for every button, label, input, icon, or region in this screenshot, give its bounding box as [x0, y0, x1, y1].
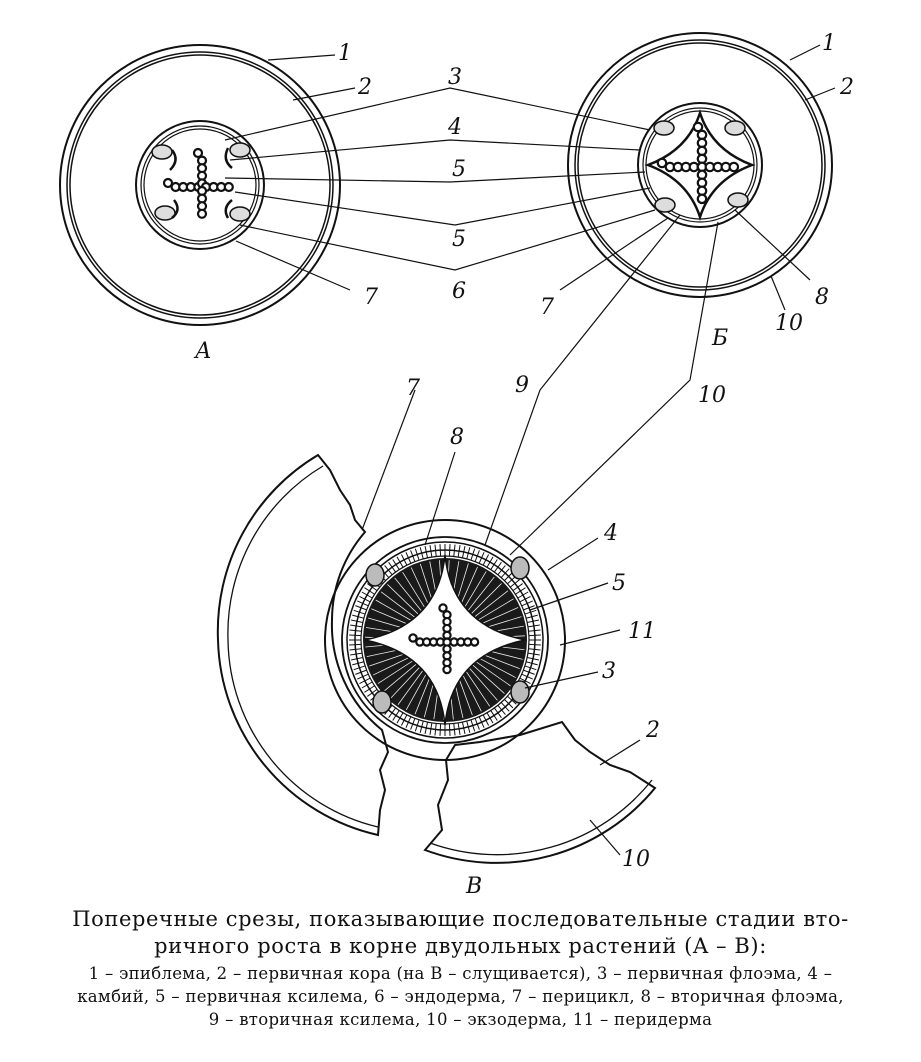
- label-6: 6: [452, 279, 466, 304]
- label-b10: 10: [775, 311, 803, 336]
- a-primary-xylem: [162, 147, 234, 219]
- a-pericycle: [143, 128, 257, 242]
- a-phloem-patch: [229, 206, 251, 222]
- legend-line: 1 – эпиблема, 2 – первичная кора (на B –…: [88, 964, 833, 983]
- label-4: 4: [447, 115, 462, 140]
- label-c11: 11: [628, 619, 656, 644]
- label-3: 3: [448, 65, 462, 90]
- caption-title-line: Поперечные срезы, показывающие последова…: [72, 907, 849, 931]
- stage-a-section: [59, 44, 341, 326]
- v-primary-xylem: [408, 603, 480, 675]
- label-c7: 7: [406, 376, 420, 401]
- label-stage-a: А: [193, 339, 212, 364]
- label-1: 1: [338, 41, 352, 66]
- b-cambium-star: [644, 108, 756, 222]
- stage-b-section: [567, 32, 833, 298]
- label-5: 5: [452, 157, 466, 182]
- legend-line: камбий, 5 – первичная ксилема, 6 – эндод…: [77, 987, 844, 1006]
- b-primary-xylem: [656, 121, 740, 205]
- v-cortex-fragment-left: [216, 453, 390, 837]
- diagram-figure: 1 2 3 4 5 5 6 7 А 1 2 8 10 7 Б 9 10 7 8 …: [59, 31, 854, 899]
- figure-labels: 1 2 3 4 5 5 6 7 А 1 2 8 10 7 Б 9 10 7 8 …: [193, 31, 854, 899]
- label-c2: 2: [645, 718, 660, 743]
- label-b2: 2: [839, 75, 854, 100]
- label-c8: 8: [450, 425, 464, 450]
- label-c3: 3: [602, 659, 616, 684]
- stage-v-section: [216, 453, 657, 864]
- label-c10: 10: [698, 383, 726, 408]
- label-b7: 7: [540, 295, 554, 320]
- label-7: 7: [364, 285, 378, 310]
- figure-caption-title: Поперечные срезы, показывающие последова…: [0, 906, 921, 960]
- label-stage-v: В: [465, 874, 482, 899]
- label-c9: 9: [515, 373, 529, 398]
- label-c5: 5: [612, 571, 626, 596]
- v-periderm: [324, 519, 566, 761]
- b-epiblema-ring: [567, 32, 833, 298]
- leader-lines: [224, 44, 836, 856]
- label-stage-b: Б: [711, 326, 728, 351]
- label-5b: 5: [452, 227, 466, 252]
- label-c4: 4: [603, 521, 618, 546]
- label-b1: 1: [822, 31, 836, 56]
- legend-line: 9 – вторичная ксилема, 10 – экзодерма, 1…: [208, 1010, 713, 1029]
- caption-title-line: ричного роста в корне двудольных растени…: [154, 934, 767, 958]
- a-phloem-patch: [229, 142, 251, 158]
- a-phloem-patch: [151, 144, 173, 160]
- label-2: 2: [357, 75, 372, 100]
- v-cortex-fragment-right: [423, 720, 657, 864]
- label-c10b: 10: [622, 847, 650, 872]
- a-endodermis: [135, 120, 265, 250]
- label-b8: 8: [815, 285, 829, 310]
- a-epiblema-ring: [59, 44, 341, 326]
- figure-legend: 1 – эпиблема, 2 – первичная кора (на B –…: [0, 962, 921, 1031]
